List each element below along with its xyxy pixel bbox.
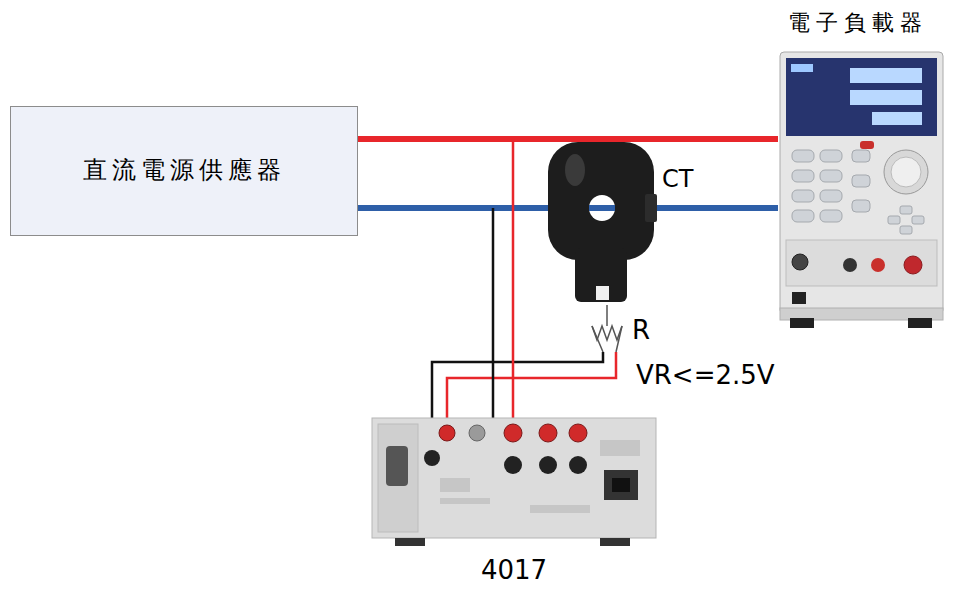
resistor: R	[590, 318, 626, 352]
resistor-symbol	[592, 318, 622, 352]
node-label: CT	[662, 166, 693, 194]
sense-wire-red	[447, 352, 616, 418]
clamp-output-wire	[606, 305, 608, 318]
current-clamp-picture	[548, 142, 657, 302]
sense-wire-black	[432, 352, 603, 418]
node-label: 電子負載器	[788, 10, 928, 35]
electronic-load: 電子負載器	[778, 8, 946, 330]
voltage-limit-note: VR<=2.5V	[636, 361, 775, 391]
node-label: R	[632, 316, 650, 346]
node-label: 直流電源供應器	[83, 157, 286, 185]
electronic-load-picture	[780, 52, 943, 328]
current-clamp: CT	[548, 142, 654, 305]
meter-4017: 4017	[372, 418, 656, 540]
meter-4017-picture	[372, 418, 656, 546]
power-supply-box: 直流電源供應器	[10, 106, 358, 236]
voltage-wire-red	[512, 139, 515, 433]
power-wire-negative	[358, 205, 548, 211]
power-wire-positive	[358, 136, 778, 142]
node-label: 4017	[372, 556, 656, 586]
power-wire-negative	[654, 205, 778, 211]
